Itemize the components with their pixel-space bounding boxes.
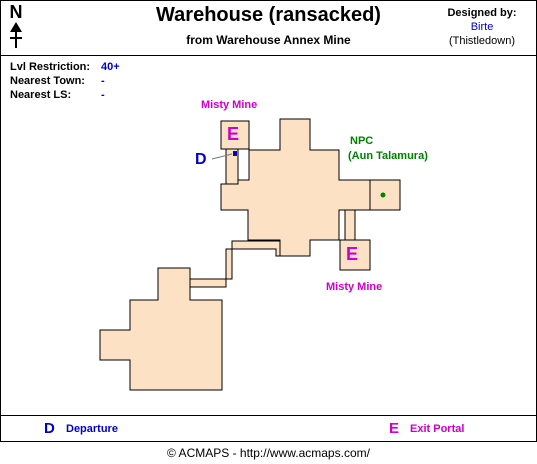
npc-label-line2: (Aun Talamura) [348,150,428,162]
misty-mine-label-top: Misty Mine [201,99,258,111]
southwest-rooms [99,267,223,391]
nearest-town-value: - [101,75,105,87]
departure-pointer [211,151,237,160]
designer-name: Birte [470,21,494,33]
legend-divider [0,415,537,416]
designer-credit: Designed by: Birte (Thistledown) [437,7,527,47]
header-divider [0,55,537,56]
legend-departure-symbol: D [44,420,55,437]
copyright-footer: © ACMAPS - http://www.acmaps.com/ [167,446,370,460]
nearest-ls-label: Nearest LS: [10,89,72,101]
designed-by-label: Designed by: [447,7,517,19]
map-title: Warehouse (ransacked) [156,4,381,26]
level-restriction-label: Lvl Restriction: [10,61,91,73]
npc-label-line1: NPC [350,135,374,147]
misty-mine-label-bottom: Misty Mine [326,281,383,293]
nearest-town-label: Nearest Town: [10,75,85,87]
dungeon-floor [99,118,401,391]
nearest-ls-value: - [101,89,105,101]
map-subtitle: from Warehouse Annex Mine [186,33,351,47]
departure-marker: D [195,151,207,168]
designer-server: (Thistledown) [448,35,516,47]
level-restriction-value: 40+ [101,61,120,73]
winding-corridor [179,240,281,301]
legend-exit-label: Exit Portal [410,423,465,435]
corridor-right [344,209,356,241]
npc-dot-icon [380,192,386,198]
exit-room-bottom [339,239,371,271]
legend-exit-symbol: E [389,420,400,437]
north-arrow-icon: N [10,2,23,48]
legend-departure-label: Departure [66,423,118,435]
north-letter: N [10,2,23,22]
exit-portal-marker-bottom: E [346,244,359,264]
exit-portal-marker-top: E [227,124,240,144]
